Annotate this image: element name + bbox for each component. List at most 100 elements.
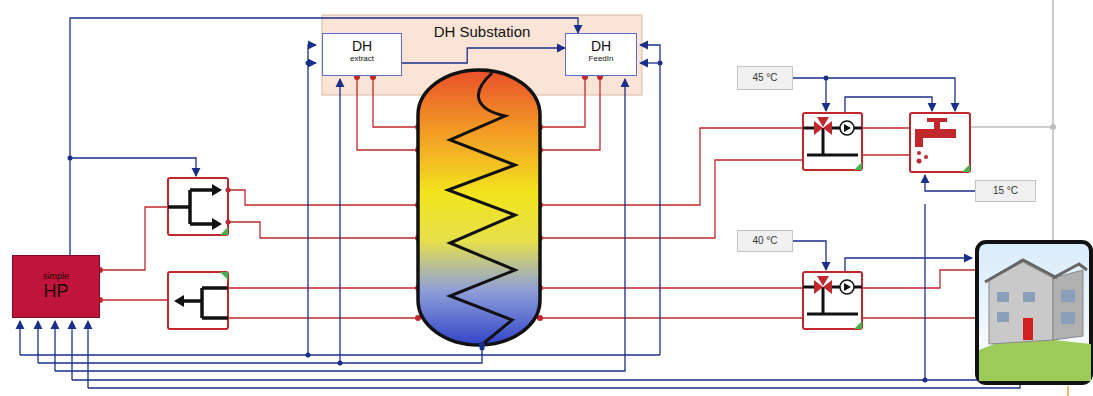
hot-water-tap: [962, 164, 970, 172]
building-illustration: [1061, 290, 1075, 302]
signal-junction: [923, 378, 928, 383]
mixing-valve-pump: [840, 121, 854, 135]
node-label: 45 °C: [752, 72, 777, 84]
mixing-valve-pump: [803, 113, 862, 170]
mixing-valve-pump: [854, 321, 862, 329]
building-illustration: [1023, 318, 1033, 340]
signal-connector: [70, 18, 578, 255]
diverter-valve: [220, 227, 228, 235]
mixing-valve-pump: [803, 272, 862, 329]
hydraulic-pipes: [100, 299, 168, 300]
hydraulic-pipes: [540, 160, 803, 238]
grey-wire: [970, 126, 1053, 128]
grey-wire: [970, 0, 1056, 240]
node-sublabel: FeedIn: [589, 54, 614, 63]
mixing-junction: [182, 288, 228, 318]
hot-water-tap: [917, 151, 921, 155]
hydraulic-pipes: [228, 317, 418, 318]
mixing-valve-pump: [814, 117, 832, 135]
hot-water-tap: [924, 155, 928, 159]
control-signal-lines: [845, 258, 972, 272]
signal-junction: [306, 61, 311, 66]
node-sublabel: extract: [350, 54, 374, 63]
control-signal-lines: [308, 45, 316, 355]
mixing-junction: [168, 272, 228, 329]
hydraulic-pipes: [540, 128, 803, 205]
dh-module: DHextract: [322, 33, 402, 76]
node-sublabel: HP: [43, 281, 68, 302]
diverter-valve: [226, 188, 231, 193]
hot-water-tap: [910, 113, 970, 172]
control-signal-lines: [640, 62, 660, 63]
control-signal-lines: [925, 175, 975, 191]
building-illustration: [997, 312, 1009, 322]
node-label: 40 °C: [752, 235, 777, 247]
grey-wire: [1050, 124, 1056, 130]
diverter-valve: [212, 184, 222, 230]
hydraulic-pipes: [540, 317, 803, 318]
hot-water-tap: [915, 129, 923, 147]
node-label: DH: [352, 38, 372, 54]
hot-water-tap: [917, 159, 922, 164]
signal-junction: [306, 353, 311, 358]
node-label: 15 °C: [993, 185, 1018, 197]
hot-water-tap: [920, 129, 956, 138]
control-signal-lines: [72, 374, 1005, 380]
building-illustration: [1061, 312, 1075, 324]
mixing-valve-pump: [803, 113, 862, 170]
mixing-valve-pump: [840, 280, 854, 294]
diverter-valve: [226, 220, 231, 225]
storage-tank: [418, 70, 540, 345]
hydraulic-pipes: [862, 127, 910, 128]
hydraulic-pipes: [540, 76, 600, 150]
setpoint-box: 40 °C: [737, 230, 793, 252]
control-signal-lines: [339, 79, 340, 363]
node-label: DH Substation: [434, 23, 531, 40]
building-illustration: [1023, 292, 1035, 302]
diverter-valve: [168, 178, 228, 235]
signal-junction: [658, 61, 663, 66]
dh-module: DHFeedIn: [565, 33, 637, 76]
diverter-valve: [168, 178, 231, 235]
control-signal-lines: [87, 321, 88, 388]
signal-junction: [68, 61, 928, 383]
control-signal-lines: [793, 78, 826, 111]
hydraulic-pipes: [862, 270, 975, 288]
control-signal-lines: [70, 158, 196, 176]
building-illustration: [1053, 270, 1083, 340]
hot-water-tap: [910, 113, 970, 172]
control-signal-lines: [88, 374, 1020, 388]
building-illustration: [985, 260, 1057, 282]
mixing-valve-pump: [814, 276, 832, 294]
control-signal-lines: [71, 321, 72, 380]
control-signal-lines: [793, 241, 826, 270]
control-signal-lines: [640, 45, 660, 355]
mixing-junction: [168, 272, 228, 329]
hot-water-tap: [927, 118, 947, 122]
building-illustration: [977, 242, 1091, 383]
mixing-junction: [220, 272, 228, 280]
node-label: DH: [591, 38, 611, 54]
control-signal-lines: [845, 97, 932, 113]
storage-tank: [448, 73, 515, 343]
control-signal-lines: [37, 321, 38, 363]
control-signal-lines: [38, 348, 482, 363]
building-illustration: [977, 242, 1091, 383]
hydraulic-pipes: [540, 287, 803, 288]
storage-tank: [479, 342, 485, 348]
hydraulic-pipes: [100, 207, 168, 270]
hydraulic-pipes: [228, 190, 418, 205]
building-illustration: [997, 292, 1009, 302]
control-signal-lines: [20, 45, 1020, 388]
hydraulic-pipes: [373, 76, 418, 127]
control-signal-lines: [19, 321, 20, 355]
diverter-valve: [168, 190, 214, 224]
control-signal-lines: [924, 204, 925, 380]
hydraulic-pipes: [862, 317, 975, 318]
hydraulic-pipes: [357, 76, 418, 150]
node-label: simple: [43, 271, 69, 281]
orange-wire: [1067, 386, 1069, 396]
